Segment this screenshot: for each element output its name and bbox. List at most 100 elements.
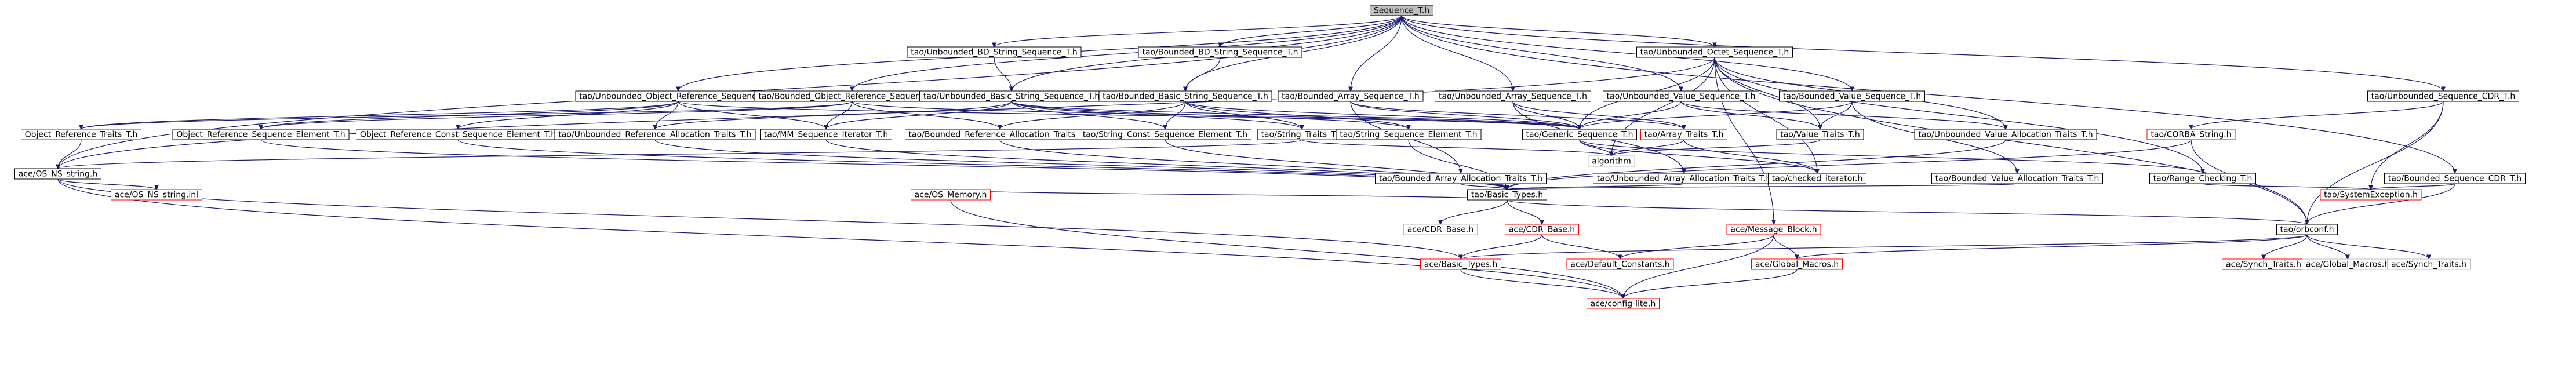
- edge-sequence-t-to-bnd-objref: [852, 15, 1402, 91]
- edge-unb-objref-to-objref-traits: [81, 101, 679, 129]
- node-unb-basic-str[interactable]: tao/Unbounded_Basic_String_Sequence_T.h: [919, 90, 1104, 102]
- node-mm-iter[interactable]: tao/MM_Sequence_Iterator_T.h: [760, 129, 892, 140]
- node-label: Sequence_T.h: [1374, 6, 1429, 16]
- node-unb-bd-string[interactable]: tao/Unbounded_BD_String_Sequence_T.h: [907, 46, 1082, 58]
- node-ace-global-macros-r[interactable]: ace/Global_Macros.h: [1751, 258, 1843, 270]
- node-cdr-base-h[interactable]: ace/CDR_Base.h: [1403, 224, 1478, 235]
- node-label: tao/Bounded_Basic_String_Sequence_T.h: [1103, 92, 1268, 101]
- node-label: tao/Unbounded_Sequence_CDR_T.h: [2371, 92, 2516, 101]
- node-label: algorithm: [1592, 157, 1631, 166]
- node-box: [1726, 224, 1821, 235]
- edge-bnd-array-to-generic-seq: [1350, 101, 1580, 129]
- node-bnd-seq-cdr[interactable]: tao/Bounded_Sequence_CDR_T.h: [2384, 173, 2526, 184]
- edge-string-traits-to-algorithm: [1301, 139, 1611, 156]
- node-algorithm[interactable]: algorithm: [1588, 155, 1635, 167]
- node-objref-traits[interactable]: Object_Reference_Traits_T.h: [21, 129, 141, 140]
- node-label: ace/OS_NS_string.inl: [115, 191, 198, 200]
- node-orbconf[interactable]: tao/orbconf.h: [2276, 224, 2338, 235]
- node-config-lite[interactable]: ace/config-lite.h: [1587, 298, 1660, 309]
- node-unb-array[interactable]: tao/Unbounded_Array_Sequence_T.h: [1435, 90, 1591, 102]
- edge-sequence-t-to-unb-value: [1401, 15, 1681, 91]
- edge-bnd-value-to-value-traits: [1820, 101, 1853, 129]
- node-label: tao/Unbounded_Value_Allocation_Traits_T.…: [1918, 130, 2093, 140]
- node-str-elem[interactable]: tao/String_Sequence_Element_T.h: [1336, 129, 1482, 140]
- node-generic-seq[interactable]: tao/Generic_Sequence_T.h: [1522, 129, 1637, 140]
- node-corba-string[interactable]: tao/CORBA_String.h: [2146, 129, 2236, 140]
- node-string-traits[interactable]: tao/String_Traits_T.h: [1257, 129, 1347, 140]
- edge-objref-elem-to-tao-basic-types: [260, 139, 1507, 190]
- node-label: ace/OS_NS_string.h: [19, 170, 97, 179]
- node-label: tao/orbconf.h: [2280, 225, 2334, 235]
- node-bnd-bd-string[interactable]: tao/Bounded_BD_String_Sequence_T.h: [1138, 46, 1302, 58]
- node-objref-elem[interactable]: Object_Reference_Sequence_Element_T.h: [172, 129, 350, 140]
- node-label: tao/Unbounded_Octet_Sequence_T.h: [1640, 48, 1789, 57]
- node-label: tao/Unbounded_Object_Reference_Sequence_…: [579, 92, 777, 101]
- node-sequence-t[interactable]: Sequence_T.h: [1370, 5, 1433, 16]
- edge-ace-global-macros-r-to-config-lite: [1623, 269, 1798, 298]
- node-unb-objref[interactable]: tao/Unbounded_Object_Reference_Sequence_…: [575, 90, 781, 102]
- edge-bnd-value-to-generic-seq: [1580, 101, 1853, 129]
- node-label: tao/Generic_Sequence_T.h: [1526, 130, 1633, 140]
- node-ace-basic-types[interactable]: ace/Basic_Types.h: [1420, 258, 1501, 270]
- node-unb-seq-cdr[interactable]: tao/Unbounded_Sequence_CDR_T.h: [2367, 90, 2519, 102]
- node-ace-os-memory[interactable]: ace/OS_Memory.h: [911, 189, 991, 201]
- node-box: [1587, 298, 1660, 309]
- node-default-constants[interactable]: ace/Default_Constants.h: [1566, 258, 1674, 270]
- node-unb-array-alloc[interactable]: tao/Unbounded_Array_Allocation_Traits_T.…: [1593, 173, 1775, 184]
- node-synch-traits-r[interactable]: ace/Synch_Traits.h: [2222, 258, 2305, 270]
- edge-ace-cdr-base-to-default-constants: [1541, 234, 1620, 259]
- node-ace-global-macros-g[interactable]: ace/Global_Macros.h: [2302, 258, 2393, 270]
- node-box: [2387, 258, 2471, 270]
- node-bnd-value-alloc[interactable]: tao/Bounded_Value_Allocation_Traits_T.h: [1931, 173, 2103, 184]
- node-bnd-objref[interactable]: tao/Bounded_Object_Reference_Sequence_T.…: [754, 90, 950, 102]
- node-label: tao/Basic_Types.h: [1471, 191, 1543, 200]
- node-box: [1375, 173, 1547, 184]
- node-unb-value[interactable]: tao/Unbounded_Value_Sequence_T.h: [1603, 90, 1759, 102]
- node-bnd-ref-alloc[interactable]: tao/Bounded_Reference_Allocation_Traits_…: [905, 129, 1095, 140]
- node-bnd-array-alloc[interactable]: tao/Bounded_Array_Allocation_Traits_T.h: [1375, 173, 1547, 184]
- node-unb-ref-alloc[interactable]: tao/Unbounded_Reference_Allocation_Trait…: [554, 129, 756, 140]
- edge-objref-const-elem-to-tao-basic-types: [457, 139, 1507, 190]
- node-bnd-array[interactable]: tao/Bounded_Array_Sequence_T.h: [1278, 90, 1424, 102]
- node-box: [554, 129, 756, 140]
- node-sys-exception[interactable]: tao/SystemException.h: [2320, 189, 2422, 201]
- edge-message-block-to-default-constants: [1620, 234, 1774, 259]
- node-label: tao/Bounded_Array_Sequence_T.h: [1282, 92, 1420, 101]
- edge-unb-basic-str-to-unb-ref-alloc: [655, 101, 1012, 129]
- node-array-traits[interactable]: tao/Array_Traits_T.h: [1640, 129, 1727, 140]
- dependency-edges: [58, 15, 2455, 298]
- node-unb-octet[interactable]: tao/Unbounded_Octet_Sequence_T.h: [1636, 46, 1793, 58]
- edge-unb-objref-to-mm-iter: [678, 101, 826, 129]
- node-box: [1640, 129, 1727, 140]
- node-objref-const-elem[interactable]: Object_Reference_Const_Sequence_Element_…: [356, 129, 560, 140]
- edge-orbconf-to-ace-basic-types: [1461, 234, 2308, 259]
- node-message-block[interactable]: ace/Message_Block.h: [1726, 224, 1821, 235]
- node-checked-iter[interactable]: tao/checked_iterator.h: [1768, 173, 1866, 184]
- edge-sequence-t-to-unb-bd-string: [994, 15, 1402, 47]
- node-ace-cdr-base[interactable]: ace/CDR_Base.h: [1505, 224, 1579, 235]
- node-label: ace/Global_Macros.h: [2306, 260, 2389, 269]
- file-nodes: Sequence_T.h tao/Unbounded_BD_String_Sequ…: [14, 5, 2526, 309]
- edge-orbconf-to-ace-global-macros-g: [2306, 234, 2348, 259]
- node-value-traits[interactable]: tao/Value_Traits_T.h: [1776, 129, 1864, 140]
- node-box: [14, 168, 101, 180]
- node-label: tao/Bounded_Reference_Allocation_Traits_…: [909, 130, 1091, 140]
- edge-tao-basic-types-to-cdr-base-h: [1440, 199, 1508, 224]
- node-tao-basic-types[interactable]: tao/Basic_Types.h: [1467, 189, 1547, 201]
- node-ace-os-ns-string[interactable]: ace/OS_NS_string.h: [14, 168, 101, 180]
- node-str-const-elem[interactable]: tao/String_Const_Sequence_Element_T.h: [1079, 129, 1251, 140]
- node-synch-traits-g[interactable]: ace/Synch_Traits.h: [2387, 258, 2471, 270]
- edge-bnd-objref-to-objref-traits: [81, 101, 853, 129]
- node-unb-value-alloc[interactable]: tao/Unbounded_Value_Allocation_Traits_T.…: [1914, 129, 2097, 140]
- node-box: [911, 189, 991, 201]
- edge-sequence-t-to-bnd-array: [1351, 15, 1402, 91]
- edge-unb-octet-to-checked-iter: [1714, 57, 1817, 173]
- node-ace-os-ns-string-inl[interactable]: ace/OS_NS_string.inl: [111, 189, 202, 201]
- node-label: Object_Reference_Traits_T.h: [25, 130, 138, 140]
- node-range-checking[interactable]: tao/Range_Checking_T.h: [2149, 173, 2256, 184]
- node-box: [2320, 189, 2422, 201]
- node-label: tao/Unbounded_BD_String_Sequence_T.h: [911, 48, 1078, 57]
- node-bnd-basic-str[interactable]: tao/Bounded_Basic_String_Sequence_T.h: [1098, 90, 1272, 102]
- node-box: [1751, 258, 1843, 270]
- node-bnd-value[interactable]: tao/Bounded_Value_Sequence_T.h: [1779, 90, 1925, 102]
